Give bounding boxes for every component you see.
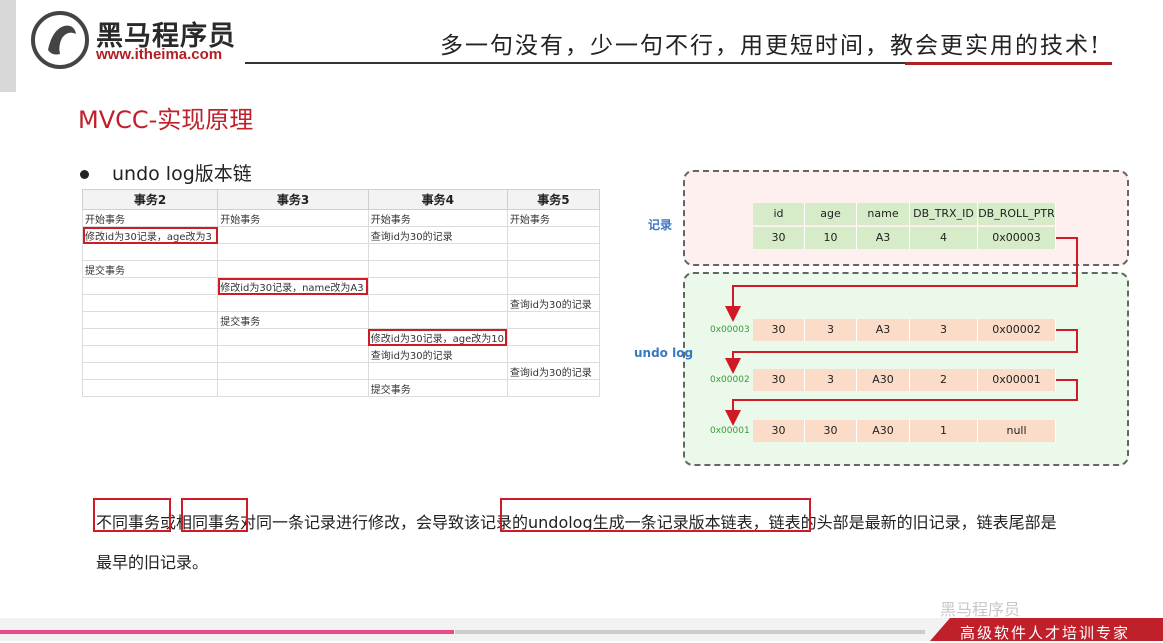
- column-header: 事务3: [217, 189, 369, 210]
- video-progress-bar[interactable]: [0, 630, 454, 634]
- slide-title: MVCC-实现原理: [78, 106, 254, 134]
- record-column-header: DB_TRX_ID: [910, 203, 978, 225]
- column-header: 事务5: [506, 189, 601, 210]
- undo-log-cell: 30: [753, 369, 805, 391]
- header-divider-accent: [905, 62, 1112, 65]
- undo-log-cell: 30: [753, 420, 805, 442]
- footer-tagline: 高级软件人才培训专家: [960, 624, 1131, 642]
- brand-name: 黑马程序员: [96, 21, 236, 52]
- explanation-line-1: 不同事务或相同事务对同一条记录进行修改，会导致该记录的undolog生成一条记录…: [96, 513, 1057, 532]
- record-cell: 4: [910, 227, 978, 249]
- undo-log-cell: 3: [805, 319, 857, 341]
- highlight-box: [93, 498, 171, 532]
- undo-log-cell: 3: [805, 369, 857, 391]
- undo-log-cell: 3: [910, 319, 978, 341]
- record-cell: 30: [753, 227, 805, 249]
- undo-log-address: 0x00003: [710, 325, 750, 335]
- column-header: 事务2: [81, 189, 219, 210]
- table-row: 提交事务: [81, 379, 601, 397]
- table-cell: [506, 379, 601, 397]
- itheima-logo-icon: [31, 11, 89, 69]
- slogan: 多一句没有，少一句不行，用更短时间，教会更实用的技术!: [440, 33, 1102, 59]
- table-row: 查询id为30的记录: [81, 345, 601, 363]
- highlight-box: [181, 498, 248, 532]
- undo-log-address: 0x00002: [710, 375, 750, 385]
- transaction-table: 事务2 事务3 事务4 事务5 开始事务开始事务开始事务开始事务修改id为30记…: [81, 189, 601, 397]
- undo-log-cell: A30: [857, 420, 910, 442]
- explanation-line-2: 最早的旧记录。: [96, 553, 209, 572]
- table-row: 开始事务开始事务开始事务开始事务: [81, 209, 601, 227]
- undo-log-address: 0x00001: [710, 426, 750, 436]
- undo-log-cell: 0x00002: [978, 319, 1056, 341]
- pointer-arrow: [725, 379, 1078, 426]
- bullet-dot: [80, 170, 89, 179]
- undo-log-cell: A30: [857, 369, 910, 391]
- record-column-header: id: [753, 203, 805, 225]
- progress-track[interactable]: [455, 630, 925, 634]
- left-edge-bar: [0, 0, 16, 92]
- undo-log-label: undo log: [634, 346, 694, 360]
- record-column-header: DB_ROLL_PTR: [978, 203, 1056, 225]
- undo-log-cell: 30: [753, 319, 805, 341]
- column-header: 事务4: [367, 189, 508, 210]
- record-column-header: name: [857, 203, 910, 225]
- table-row: [81, 243, 601, 261]
- table-row: 查询id为30的记录: [81, 294, 601, 312]
- undo-log-cell: A3: [857, 319, 910, 341]
- table-row: 查询id为30的记录: [81, 362, 601, 380]
- undo-log-cell: 2: [910, 369, 978, 391]
- table-row: 修改id为30记录，age改为10: [81, 328, 601, 346]
- slide-subtitle: undo log版本链: [112, 163, 252, 185]
- record-label: 记录: [648, 218, 673, 232]
- header-divider: [245, 62, 1112, 64]
- undo-log-cell: null: [978, 420, 1056, 442]
- watermark-text: 黑马程序员: [940, 600, 1021, 619]
- record-cell: 10: [805, 227, 857, 249]
- record-column-header: age: [805, 203, 857, 225]
- footer-bar: [0, 618, 1163, 641]
- undo-log-cell: 0x00001: [978, 369, 1056, 391]
- undo-log-cell: 1: [910, 420, 978, 442]
- record-cell: A3: [857, 227, 910, 249]
- pointer-arrow: [725, 237, 1078, 322]
- table-cell: [81, 379, 219, 397]
- table-row: 修改id为30记录，name改为A3: [81, 277, 601, 295]
- highlight-box: [500, 498, 811, 532]
- table-row: 提交事务: [81, 311, 601, 329]
- footer-accent: [930, 618, 1163, 641]
- pointer-arrow: [725, 329, 1078, 374]
- undo-log-cell: 30: [805, 420, 857, 442]
- table-header-row: 事务2 事务3 事务4 事务5: [81, 189, 601, 210]
- brand-url: www.itheima.com: [96, 46, 223, 63]
- record-cell: 0x00003: [978, 227, 1056, 249]
